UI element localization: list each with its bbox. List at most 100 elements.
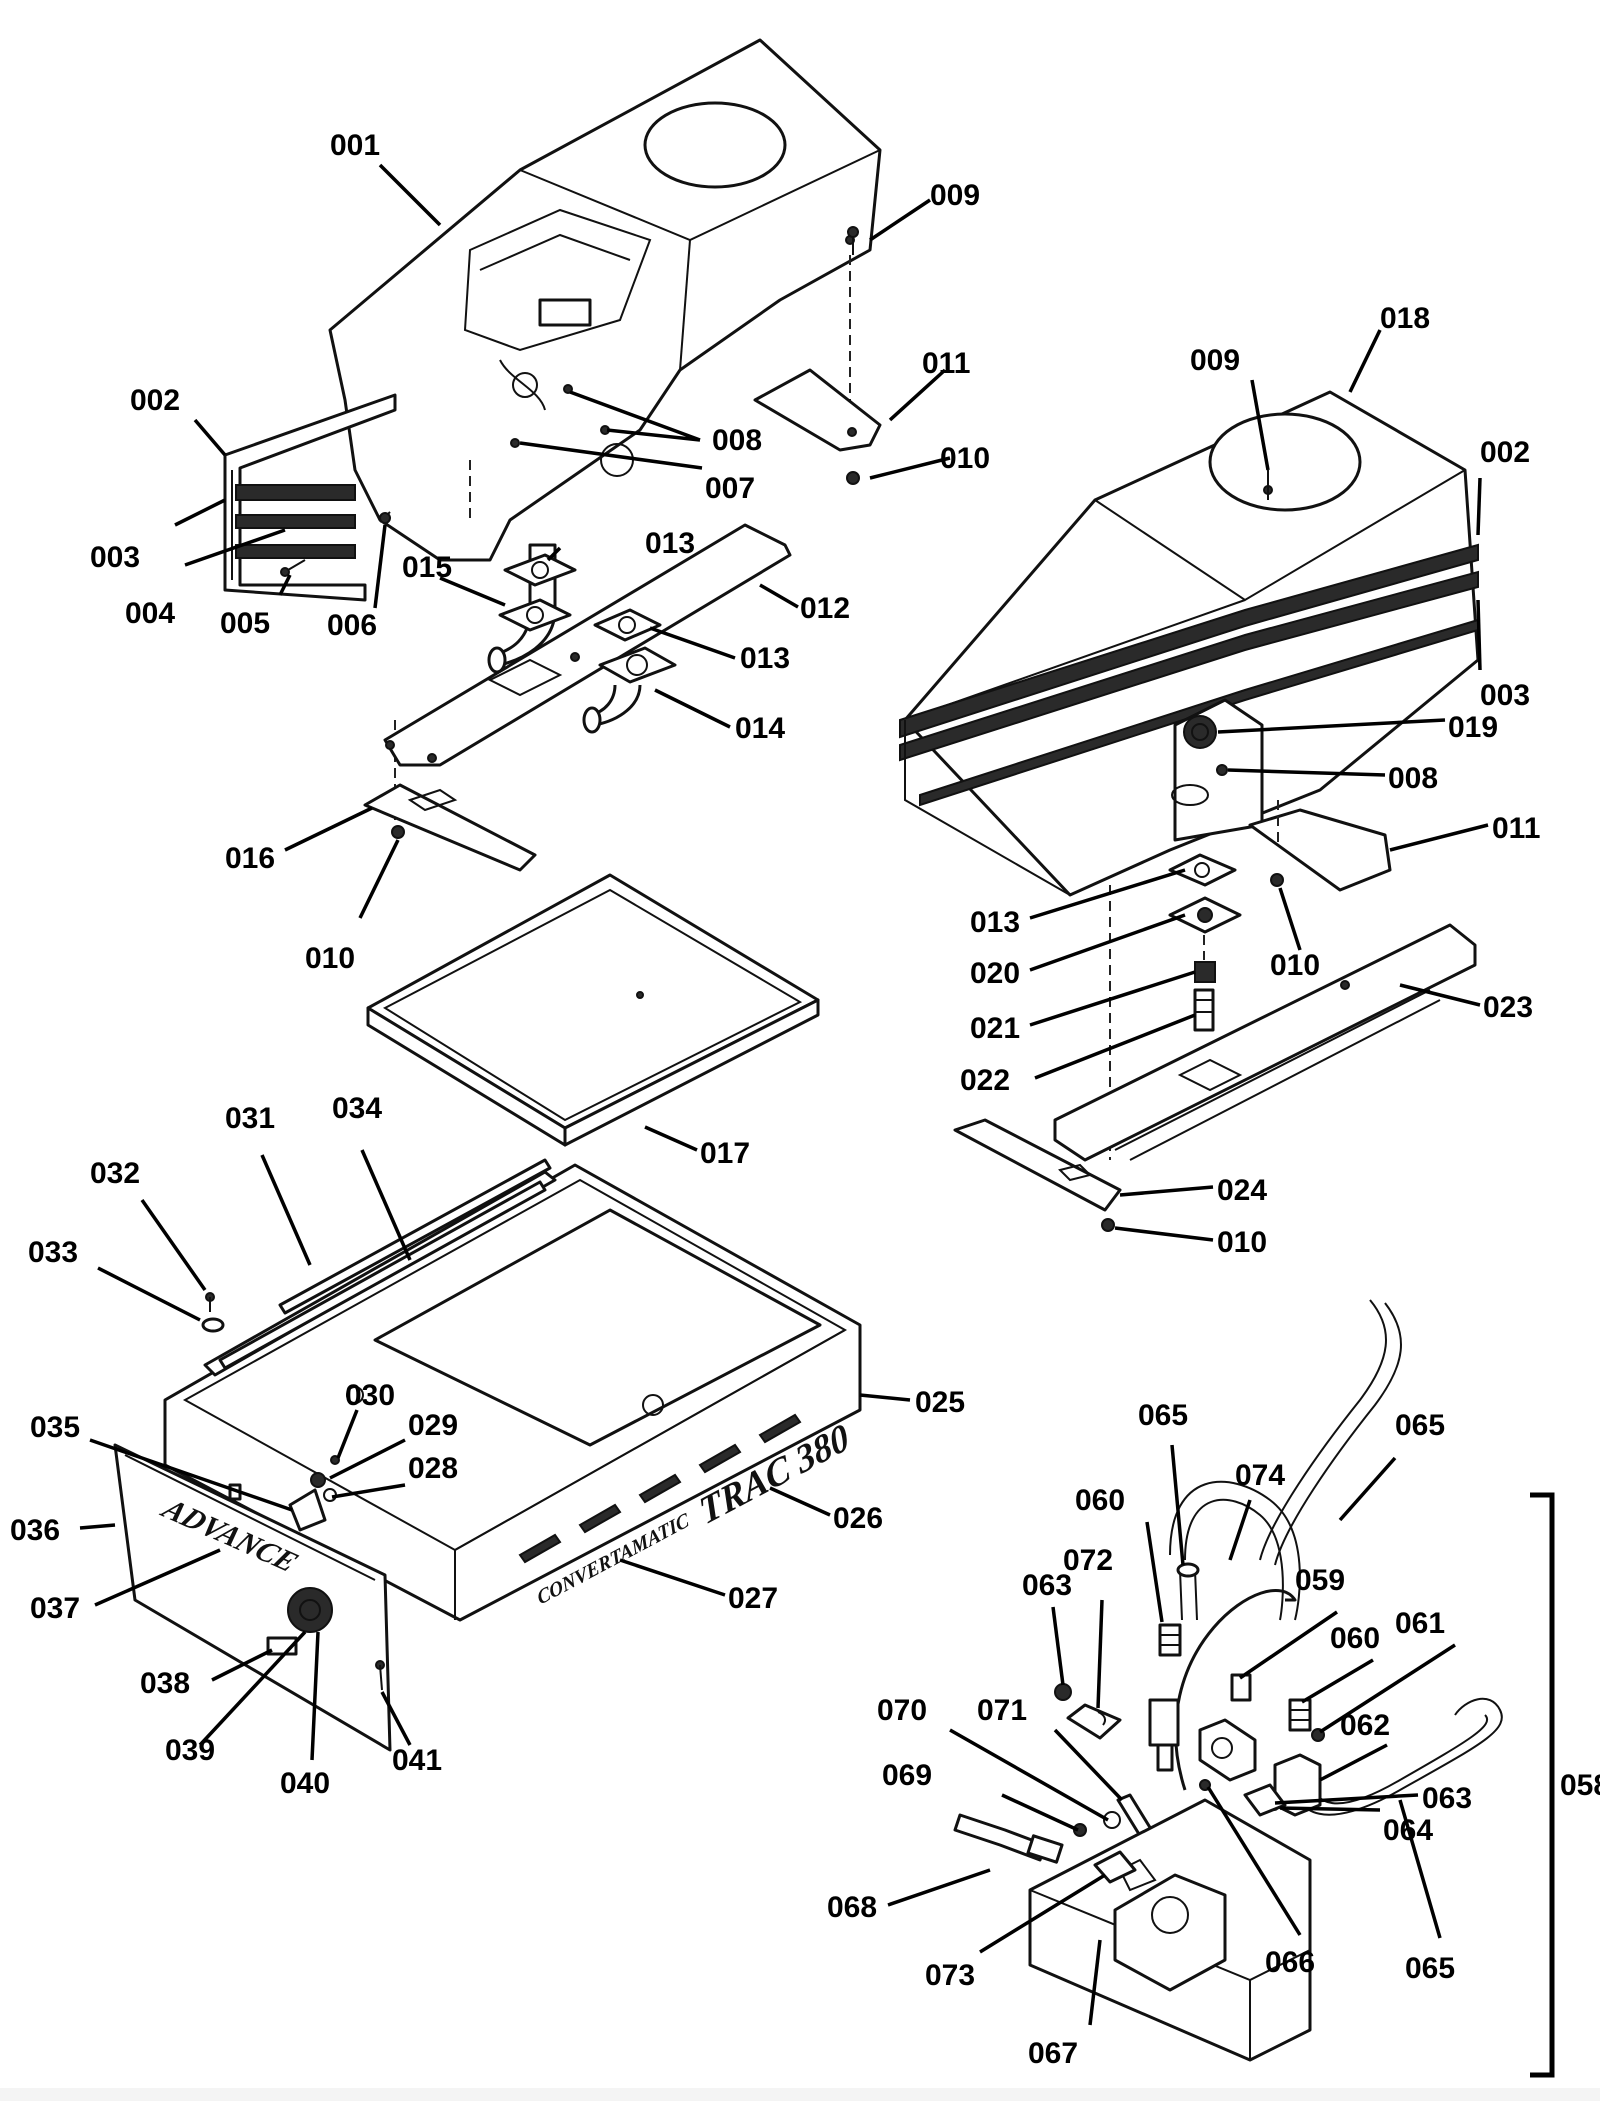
callout-070: 070 — [877, 1694, 927, 1727]
callout-026: 026 — [833, 1502, 883, 1535]
callout-062: 062 — [1340, 1709, 1390, 1742]
callout-010: 010 — [1217, 1226, 1267, 1259]
callout-063: 063 — [1422, 1782, 1472, 1815]
callout-020: 020 — [970, 957, 1020, 990]
callout-005: 005 — [220, 607, 270, 640]
bracket-024 — [953, 1118, 1122, 1212]
callout-067: 067 — [1028, 2037, 1078, 2070]
callout-003: 003 — [90, 541, 140, 574]
base-tank-025 — [163, 1163, 862, 1622]
callout-059: 059 — [1295, 1564, 1345, 1597]
nut-010-upper — [846, 471, 860, 485]
callout-013: 013 — [740, 642, 790, 675]
clip-033 — [201, 1317, 225, 1333]
callout-labels: 001 002 003 004 005 006 007 008 009 010 … — [10, 129, 1600, 2070]
callout-023: 023 — [1483, 991, 1533, 1024]
side-decal-stripes — [518, 1413, 802, 1564]
callout-037: 037 — [30, 1592, 80, 1625]
nipple-021 — [1194, 961, 1216, 983]
nut-029 — [310, 1472, 326, 1488]
fitting-059 — [1230, 1673, 1252, 1702]
front-panel-036: ADVANCE — [113, 1443, 392, 1752]
callout-025: 025 — [915, 1386, 965, 1419]
mounting-plate-023 — [1053, 923, 1477, 1162]
hinge-bar-034 — [278, 1158, 552, 1315]
hood-opening — [643, 101, 787, 189]
callout-068: 068 — [827, 1891, 877, 1924]
callout-030: 030 — [345, 1379, 395, 1412]
callout-019: 019 — [1448, 711, 1498, 744]
callout-013: 013 — [970, 906, 1020, 939]
callout-008: 008 — [1388, 762, 1438, 795]
callout-001: 001 — [330, 129, 380, 162]
callout-018: 018 — [1380, 302, 1430, 335]
washer-070 — [1103, 1811, 1121, 1829]
callout-039: 039 — [165, 1734, 215, 1767]
nut-010-lower — [391, 825, 405, 839]
callout-061: 061 — [1395, 1607, 1445, 1640]
callout-010: 010 — [1270, 949, 1320, 982]
mounting-plate-012 — [383, 523, 792, 767]
bracket-016 — [363, 783, 537, 872]
callout-032: 032 — [90, 1157, 140, 1190]
leader-lines — [79, 163, 1489, 2026]
screw-005 — [280, 559, 306, 577]
callout-007: 007 — [705, 472, 755, 505]
callout-010: 010 — [305, 942, 355, 975]
screw-009-left — [847, 226, 859, 255]
callout-065: 065 — [1138, 1399, 1188, 1432]
callout-066: 066 — [1265, 1946, 1315, 1979]
hinge-bar-031 — [203, 1170, 557, 1377]
assembly-bracket-058 — [1530, 1492, 1555, 2078]
nut-010-right-lower — [1101, 1218, 1115, 1232]
gauge-039 — [287, 1587, 333, 1633]
nut-010-right-upper — [1270, 873, 1284, 887]
mount-plate-011-left — [753, 368, 882, 452]
flange-013-upper — [503, 553, 577, 587]
callout-021: 021 — [970, 1012, 1020, 1045]
recovery-tank-basin — [373, 1208, 822, 1447]
callout-022: 022 — [960, 1064, 1010, 1097]
bottom-strip — [0, 2088, 1600, 2101]
fitting-060-right — [1288, 1698, 1312, 1732]
plate-064 — [1243, 1783, 1287, 1817]
callout-002: 002 — [1480, 436, 1530, 469]
hood-cover-018 — [899, 390, 1480, 897]
hood-seal-strip-002-003-004 — [223, 393, 397, 602]
bolt-063-left — [1054, 1683, 1072, 1701]
callout-038: 038 — [140, 1667, 190, 1700]
callout-014: 014 — [735, 712, 785, 745]
hose-065-left — [1176, 1562, 1200, 1621]
callout-064: 064 — [1383, 1814, 1433, 1847]
pump-housing-067 — [1028, 1798, 1312, 2062]
callout-010: 010 — [940, 442, 990, 475]
callout-073: 073 — [925, 1959, 975, 1992]
flange-013-lower — [593, 608, 662, 642]
callout-060: 060 — [1075, 1484, 1125, 1517]
callout-024: 024 — [1217, 1174, 1267, 1207]
callout-003: 003 — [1480, 679, 1530, 712]
callout-011: 011 — [1492, 812, 1540, 845]
flange-013-right — [1168, 853, 1237, 887]
callout-015: 015 — [402, 551, 452, 584]
callout-040: 040 — [280, 1767, 330, 1800]
callout-004: 004 — [125, 597, 175, 630]
callout-074: 074 — [1235, 1459, 1285, 1492]
callout-012: 012 — [800, 592, 850, 625]
elbow-014 — [582, 646, 677, 734]
callout-013: 013 — [645, 527, 695, 560]
fitting-022 — [1193, 988, 1215, 1032]
callout-017: 017 — [700, 1137, 750, 1170]
bracket-072 — [1066, 1703, 1122, 1740]
callout-069: 069 — [882, 1759, 932, 1792]
callout-058-bracket: 058 — [1560, 1769, 1600, 1802]
hood-cover-001 — [328, 38, 882, 562]
callout-065: 065 — [1395, 1409, 1445, 1442]
callout-035: 035 — [30, 1411, 80, 1444]
hood-opening-018 — [1208, 412, 1362, 512]
callout-063: 063 — [1022, 1569, 1072, 1602]
callout-016: 016 — [225, 842, 275, 875]
callout-028: 028 — [408, 1452, 458, 1485]
quick-connect-068 — [953, 1813, 1064, 1864]
